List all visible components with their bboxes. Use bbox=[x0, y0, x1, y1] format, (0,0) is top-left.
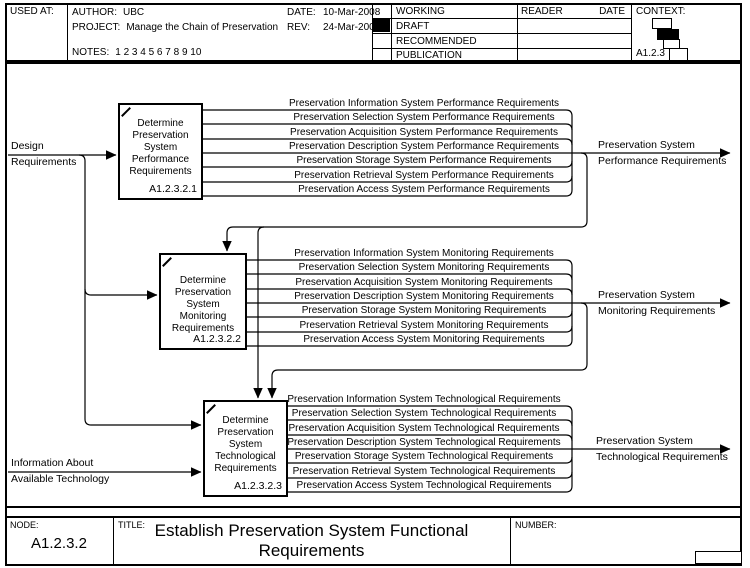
context-node: A1.2.3 bbox=[636, 48, 665, 59]
notes-label: NOTES: bbox=[72, 47, 110, 58]
notes-value: 1 2 3 4 5 6 7 8 9 10 bbox=[115, 47, 202, 58]
box-corner-mark-icon bbox=[206, 404, 216, 414]
author-label: AUTHOR: bbox=[72, 7, 117, 18]
diagram-area bbox=[5, 62, 742, 508]
rev-value: 24-Mar-2008 bbox=[323, 22, 381, 33]
context-node-icon bbox=[669, 48, 688, 61]
flow-label: Preservation Retrieval System Monitoring… bbox=[299, 320, 549, 331]
flow-label: Preservation Information System Technolo… bbox=[287, 394, 561, 405]
flow-label: Preservation Selection System Technologi… bbox=[291, 408, 557, 419]
flow-label: Preservation Storage System Performance … bbox=[296, 155, 552, 166]
flow-label: Preservation Information System Monitori… bbox=[294, 248, 554, 259]
activity-box-monitoring: Determine Preservation System Monitoring… bbox=[159, 253, 247, 350]
flow-label: Preservation Access System Monitoring Re… bbox=[303, 334, 545, 345]
status-recommended-label: RECOMMENDED bbox=[396, 36, 477, 47]
activity-box-performance: Determine Preservation System Performanc… bbox=[118, 103, 203, 200]
header-divider bbox=[67, 5, 68, 62]
status-checkbox bbox=[373, 34, 390, 47]
flow-label: Preservation Selection System Performanc… bbox=[293, 112, 555, 123]
notes-row: NOTES: 1 2 3 4 5 6 7 8 9 10 bbox=[72, 47, 201, 59]
status-working-label: WORKING bbox=[396, 6, 445, 17]
footer-divider bbox=[510, 518, 511, 564]
box-corner-mark-icon bbox=[121, 107, 131, 117]
input-label-information: Available Technology bbox=[11, 473, 110, 485]
output-label-monitoring: Monitoring Requirements bbox=[598, 305, 716, 317]
output-label-technological: Preservation System bbox=[596, 435, 693, 447]
context-diagram-icon bbox=[652, 18, 672, 29]
input-label-design: Design bbox=[11, 140, 44, 152]
output-label-performance: Preservation System bbox=[598, 139, 695, 151]
flow-label: Preservation Information System Performa… bbox=[288, 98, 560, 109]
node-label: NODE: bbox=[10, 520, 39, 530]
date-row: DATE: 10-Mar-2008 bbox=[287, 7, 380, 19]
footer-divider bbox=[113, 518, 114, 564]
flow-label: Preservation Storage System Technologica… bbox=[294, 451, 554, 462]
activity-title: Determine Preservation System Monitoring… bbox=[171, 275, 235, 334]
flow-label: Preservation Acquisition System Performa… bbox=[290, 127, 558, 138]
date-label: DATE: bbox=[287, 7, 316, 18]
flow-label: Preservation Acquisition System Monitori… bbox=[295, 277, 553, 288]
status-checkbox bbox=[373, 19, 390, 32]
diagram-title: Establish Preservation System Functional… bbox=[154, 521, 469, 560]
author-row: AUTHOR: UBC bbox=[72, 7, 144, 19]
input-label-design: Requirements bbox=[11, 156, 77, 168]
rev-label: REV: bbox=[287, 22, 310, 33]
flow-label: Preservation Access System Performance R… bbox=[298, 184, 550, 195]
activity-title: Determine Preservation System Technologi… bbox=[214, 415, 277, 474]
flow-label: Preservation Retrieval System Performanc… bbox=[294, 170, 554, 181]
project-value: Manage the Chain of Preservation bbox=[126, 22, 279, 33]
reader-label: READER bbox=[521, 6, 563, 17]
status-draft-label: DRAFT bbox=[396, 21, 430, 32]
date-value: 10-Mar-2008 bbox=[323, 7, 381, 18]
title-label: TITLE: bbox=[118, 520, 146, 530]
activity-title: Determine Preservation System Performanc… bbox=[129, 118, 192, 177]
footer-bar bbox=[5, 516, 742, 566]
number-box bbox=[695, 551, 742, 564]
status-checkbox bbox=[373, 49, 390, 62]
output-label-monitoring: Preservation System bbox=[598, 289, 695, 301]
reader-date-row: READER DATE bbox=[521, 6, 625, 18]
status-checkbox bbox=[373, 6, 390, 19]
activity-node-id: A1.2.3.2.2 bbox=[193, 333, 241, 345]
flow-label: Preservation Description System Technolo… bbox=[287, 437, 561, 448]
output-label-technological: Technological Requirements bbox=[596, 451, 728, 463]
context-label: CONTEXT: bbox=[636, 6, 686, 17]
project-row: PROJECT: Manage the Chain of Preservation bbox=[72, 22, 278, 34]
project-label: PROJECT: bbox=[72, 22, 121, 33]
flow-label: Preservation Description System Monitori… bbox=[294, 291, 554, 302]
flow-label: Preservation Retrieval System Technologi… bbox=[292, 466, 556, 477]
rev-row: REV: 24-Mar-2008 bbox=[287, 22, 380, 34]
author-value: UBC bbox=[123, 7, 145, 18]
flow-label: Preservation Access System Technological… bbox=[296, 480, 552, 491]
flow-label: Preservation Acquisition System Technolo… bbox=[288, 423, 560, 434]
input-label-information: Information About bbox=[11, 457, 94, 469]
output-label-performance: Performance Requirements bbox=[598, 155, 727, 167]
flow-label: Preservation Description System Performa… bbox=[288, 141, 560, 152]
status-row-divider bbox=[372, 18, 631, 19]
number-label: NUMBER: bbox=[515, 520, 557, 530]
node-value: A1.2.3.2 bbox=[31, 535, 87, 552]
status-row-divider bbox=[372, 48, 631, 49]
flow-label: Preservation Selection System Monitoring… bbox=[298, 262, 550, 273]
used-at-label: USED AT: bbox=[10, 6, 54, 17]
status-row-divider bbox=[372, 33, 631, 34]
header-divider bbox=[631, 5, 632, 62]
box-corner-mark-icon bbox=[162, 257, 172, 267]
activity-node-id: A1.2.3.2.3 bbox=[234, 480, 282, 492]
status-publication-label: PUBLICATION bbox=[396, 50, 462, 61]
activity-box-technological: Determine Preservation System Technologi… bbox=[203, 400, 288, 497]
header-bar bbox=[5, 3, 742, 62]
reader-date-label: DATE bbox=[599, 6, 625, 17]
flow-label: Preservation Storage System Monitoring R… bbox=[301, 305, 547, 316]
activity-node-id: A1.2.3.2.1 bbox=[149, 183, 197, 195]
